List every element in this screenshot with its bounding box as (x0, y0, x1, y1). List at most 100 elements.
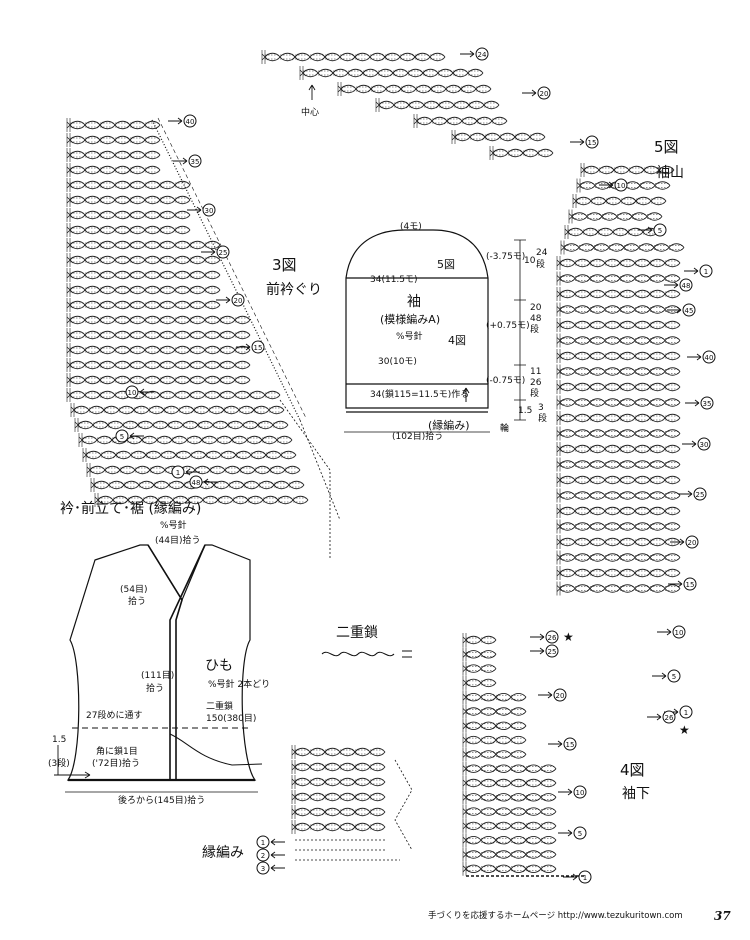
row-marker-under-1: 1 (563, 870, 592, 884)
front-stitch-row (66, 148, 161, 162)
sleeve-outline (345, 229, 489, 409)
row-marker-under-25: 25 (530, 644, 559, 658)
row-marker-front-15: 15 (236, 340, 265, 354)
svg-text:48: 48 (682, 282, 691, 290)
front-stitch-row (66, 223, 191, 237)
sleeve-cap-side-row (556, 442, 681, 456)
sleeve-pickup: (102目)拾う (392, 432, 444, 442)
row-marker-front-30: 30 (187, 203, 216, 217)
vest-pick-111b: 拾う (146, 684, 165, 694)
sleeve-cap-side-row (568, 209, 663, 224)
row-marker-top-35: 35 (685, 396, 714, 410)
tie-cord (169, 733, 263, 766)
front-stitch-row (90, 478, 305, 492)
front-stitch-row (70, 403, 285, 417)
front-stitch-row (66, 238, 221, 252)
sleeve-needle: %号針 (396, 332, 423, 342)
svg-text:20: 20 (540, 90, 549, 98)
front-stitch-row (66, 193, 191, 207)
sleeve-cap-row (261, 50, 446, 64)
front-stitch-row (66, 133, 161, 147)
front-stitch-row (66, 358, 251, 372)
svg-text:48: 48 (192, 479, 201, 487)
front-stitch-row (66, 178, 191, 192)
himo-length: 150(380目) (206, 714, 257, 724)
row-marker-front-5: 5 (115, 429, 144, 443)
sleeve-under-row (462, 675, 497, 690)
svg-text:1: 1 (261, 839, 265, 847)
rows-1-5: 1.5 (518, 406, 533, 416)
sleeve-cap-side-row (576, 178, 671, 193)
rows-24-unit: 段 (536, 260, 546, 270)
front-stitch-row (94, 493, 309, 507)
sleeve-under-row (462, 847, 557, 862)
sleeve-under-row (462, 818, 557, 833)
front-stitch-row (66, 388, 281, 402)
point-edging (279, 399, 341, 560)
star-mark-right: ★ (679, 723, 690, 737)
sleeve-under-row (462, 733, 527, 748)
sleeve-under-row (462, 804, 557, 819)
svg-text:10: 10 (675, 629, 684, 637)
sleeve-cap-side-row (556, 333, 681, 348)
rows-26-unit: 段 (530, 389, 540, 399)
svg-text:35: 35 (703, 400, 712, 408)
fig3-number: 3図 (272, 256, 297, 274)
sleeve-cap-side-row (556, 473, 681, 487)
sleeve-cap-side-row (556, 271, 681, 286)
sleeve-ring: 輪 (500, 424, 510, 434)
front-stitch-row (66, 163, 161, 177)
row-marker-edging-3: 3 (256, 861, 285, 875)
row-marker-top-26: 26 (647, 710, 676, 724)
edging-stitch-row (291, 820, 386, 834)
svg-text:25: 25 (548, 648, 557, 656)
svg-text:15: 15 (686, 581, 695, 589)
sleeve-cap-side-row (556, 411, 681, 425)
front-stitch-row (74, 418, 289, 432)
fig3-caption: 前衿ぐり (266, 282, 322, 298)
rows-20: 20 (530, 303, 542, 313)
row-marker-front-20: 20 (216, 293, 245, 307)
svg-text:1: 1 (704, 268, 708, 276)
edging-stitch-row (291, 790, 386, 804)
sleeve-cap-side-row (556, 550, 681, 565)
rows-3-unit: 段 (538, 414, 548, 424)
center-label: 中心 (301, 108, 320, 118)
sleeve-under-row (462, 704, 527, 719)
himo-title: ひも (205, 658, 233, 674)
fig5-caption: 袖山 (656, 165, 684, 181)
sleeve-cap-side-row (556, 566, 681, 580)
sleeve-under-row (462, 861, 557, 876)
row-marker-top-15: 15 (668, 577, 697, 591)
sleeve-cap-side-row (556, 380, 681, 394)
sleeve-under-row (462, 833, 557, 848)
row-marker-under-20: 20 (538, 688, 567, 702)
dec-label-2: (+0.75モ) (486, 321, 530, 331)
double-chain-label: 二重鎖 (336, 625, 378, 641)
row-marker-top-40: 40 (687, 350, 716, 364)
sleeve-under-row (462, 647, 497, 662)
row-marker-front-25: 25 (201, 245, 230, 259)
rows-48-unit: 段 (530, 325, 540, 335)
sleeve-under-row (462, 690, 527, 705)
sleeve-cap-side-row (580, 163, 675, 177)
svg-text:1: 1 (684, 709, 688, 717)
rows-10: 10 (524, 256, 536, 266)
edging-label: 縁編み (202, 845, 244, 861)
himo-needle: %号針 2本どり (208, 680, 271, 690)
sleeve-fig5-tag: 5図 (437, 258, 455, 271)
svg-text:40: 40 (186, 118, 195, 126)
sleeve-under-row (462, 661, 497, 676)
row-marker-top-24: 24 (460, 47, 489, 61)
front-stitch-row (66, 118, 161, 132)
front-stitch-row (66, 253, 221, 267)
svg-text:3: 3 (261, 865, 265, 873)
sleeve-pattern: (模様編みA) (380, 313, 441, 326)
center-arrow (308, 84, 316, 100)
row-marker-top-10: 10 (599, 178, 628, 192)
front-stitch-row (66, 373, 251, 387)
dec-label-3: (-0.75モ) (486, 376, 526, 386)
svg-text:25: 25 (219, 249, 228, 257)
sleeve-cap-side-row (556, 535, 681, 549)
